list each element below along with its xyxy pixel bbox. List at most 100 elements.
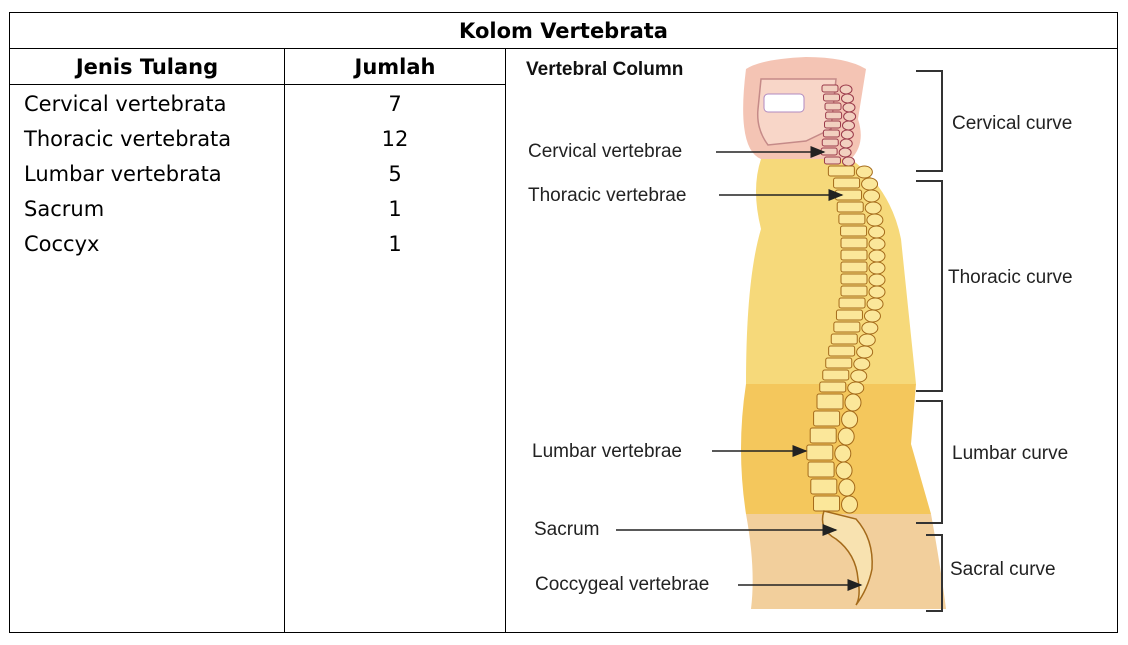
vertebra-process <box>858 333 876 347</box>
vertebra-process <box>847 381 865 395</box>
vertebra-process <box>861 321 879 335</box>
vertebra-process <box>842 102 856 113</box>
vertebra <box>830 333 858 345</box>
row-count-thoracic: 12 <box>381 127 409 151</box>
vertebra-process <box>866 297 884 311</box>
label-lumbar-curve: Lumbar curve <box>952 443 1068 464</box>
vertebral-column-table: Kolom Vertebrata Jenis Tulang Cervical v… <box>9 12 1118 633</box>
vertebra-process <box>834 444 852 463</box>
vertebra-process <box>841 410 859 429</box>
vertebra <box>821 138 839 147</box>
vertebra <box>823 156 841 165</box>
table-title: Kolom Vertebrata <box>10 13 1117 49</box>
vertebra-process <box>868 237 886 251</box>
vertebra-process <box>844 393 862 412</box>
vertebra <box>833 321 861 333</box>
header-count: Jumlah <box>285 49 505 85</box>
vertebra-process <box>868 225 886 239</box>
row-name-cervical: Cervical vertebrata <box>24 92 227 116</box>
vertebra <box>838 297 866 309</box>
vertebra <box>825 357 853 369</box>
vertebra-process <box>838 147 852 158</box>
vertebra-process <box>835 461 853 480</box>
vertebra <box>828 345 856 357</box>
bracket-thoracic <box>916 180 943 392</box>
label-sacrum: Sacrum <box>534 519 599 540</box>
vertebra <box>835 309 863 321</box>
vertebra <box>840 285 868 297</box>
spine <box>806 84 886 606</box>
vertebra-process <box>868 285 886 299</box>
vertebra-process <box>838 478 856 497</box>
vertebra <box>827 165 855 177</box>
vertebra-process <box>839 138 853 149</box>
column-count: Jumlah 7 12 5 1 1 <box>285 49 506 632</box>
label-sacral-curve: Sacral curve <box>950 559 1056 580</box>
label-thoracic-curve: Thoracic curve <box>948 267 1073 288</box>
vertebra <box>822 369 850 381</box>
vertebra-process <box>868 249 886 263</box>
label-lumbar-vertebrae: Lumbar vertebrae <box>532 441 682 462</box>
row-name-coccyx: Coccyx <box>24 232 100 256</box>
vertebra-process <box>866 213 884 227</box>
vertebra <box>823 93 840 102</box>
column-bone-type: Jenis Tulang Cervical vertebrata Thoraci… <box>10 49 285 632</box>
row-name-thoracic: Thoracic vertebrata <box>24 127 232 151</box>
diagram-cell: Vertebral Column Cervical vertebrae Thor… <box>506 49 1117 632</box>
label-cervical-vertebrae: Cervical vertebrae <box>528 141 682 162</box>
vertebra-process <box>868 273 886 287</box>
vertebral-column-diagram: Vertebral Column Cervical vertebrae Thor… <box>526 57 1073 612</box>
bracket-cervical <box>916 70 943 172</box>
vertebra <box>819 381 847 393</box>
vertebra <box>840 225 868 237</box>
vertebra <box>840 237 868 249</box>
vertebra-process <box>841 93 854 104</box>
vertebra-process <box>841 495 859 514</box>
vertebra <box>824 120 841 129</box>
vertebra-process <box>842 120 855 131</box>
vertebra-process <box>856 345 874 359</box>
vertebra-process <box>855 165 873 179</box>
label-thoracic-vertebrae: Thoracic vertebrae <box>528 185 686 206</box>
vertebra <box>816 393 844 410</box>
vertebra-process <box>868 261 886 275</box>
vertebra-process <box>863 309 881 323</box>
teeth <box>763 93 805 113</box>
header-bone-type: Jenis Tulang <box>10 49 284 85</box>
vertebra <box>833 177 861 189</box>
row-count-coccyx: 1 <box>388 232 402 256</box>
vertebra <box>836 201 864 213</box>
vertebra <box>821 84 839 93</box>
vertebra <box>810 478 838 495</box>
vertebra <box>840 273 868 285</box>
row-name-sacrum: Sacrum <box>24 197 105 221</box>
vertebra-process <box>864 201 882 215</box>
row-count-cervical: 7 <box>388 92 402 116</box>
vertebra-process <box>840 129 854 140</box>
vertebra <box>824 102 842 111</box>
row-count-lumbar: 5 <box>388 162 402 186</box>
vertebra <box>840 249 868 261</box>
bracket-sacral <box>926 534 943 612</box>
row-count-sacrum: 1 <box>388 197 402 221</box>
vertebra-process <box>841 156 855 167</box>
vertebra-process <box>863 189 881 203</box>
vertebra <box>809 427 837 444</box>
vertebra-process <box>853 357 871 371</box>
vertebra <box>840 261 868 273</box>
vertebra <box>813 410 841 427</box>
vertebra-process <box>837 427 855 446</box>
vertebra <box>807 461 835 478</box>
vertebra-process <box>843 111 857 122</box>
vertebra <box>822 129 840 138</box>
label-coccygeal-vertebrae: Coccygeal vertebrae <box>535 574 709 595</box>
vertebra <box>838 213 866 225</box>
bracket-lumbar <box>916 400 943 524</box>
diagram-title: Vertebral Column <box>526 59 683 80</box>
vertebra <box>813 495 841 512</box>
vertebra-process <box>850 369 868 383</box>
vertebra-process <box>839 84 853 95</box>
vertebra <box>825 111 843 120</box>
row-name-lumbar: Lumbar vertebrata <box>24 162 222 186</box>
label-cervical-curve: Cervical curve <box>952 113 1072 134</box>
